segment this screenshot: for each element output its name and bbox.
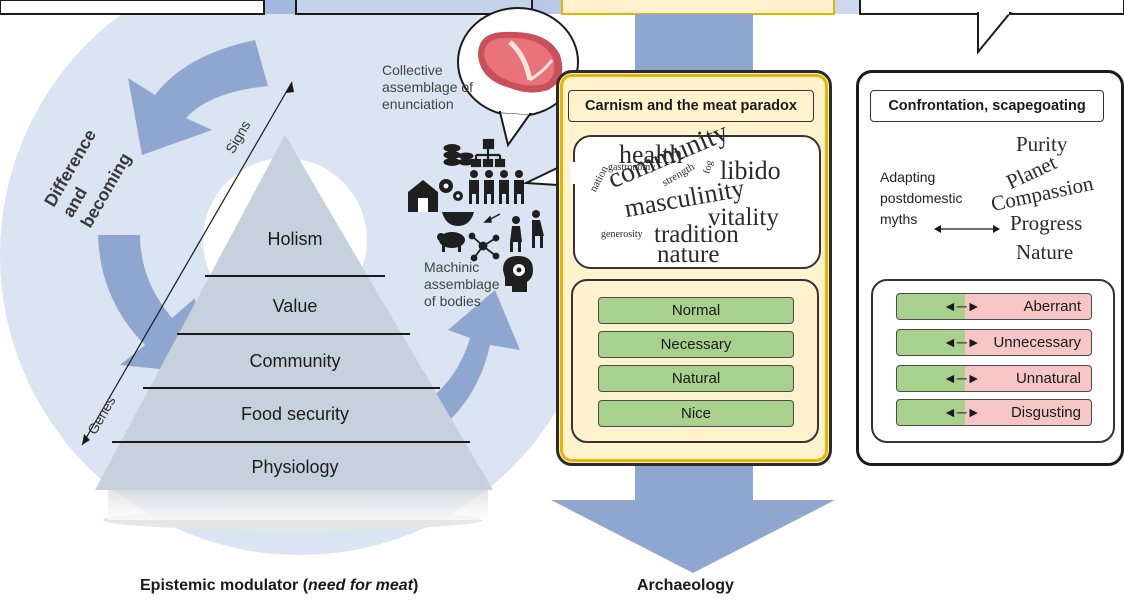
bidirectional-arrow-icon: ◄─► <box>943 334 981 350</box>
myth-nature: Nature <box>1016 240 1074 264</box>
norm-nice: Nice <box>598 400 794 427</box>
word-gastronomy: gastronomy <box>608 162 656 173</box>
norm-natural: Natural <box>598 365 794 392</box>
gears-icon <box>439 179 463 201</box>
counter-unnecessary: ◄─► Unnecessary <box>896 329 1092 356</box>
myth-purity: Purity <box>1016 132 1068 156</box>
word-libido: libido <box>720 156 781 185</box>
tier-physiology: Physiology <box>251 457 339 477</box>
footer-left-italic: need for meat <box>308 577 413 594</box>
steak-icon <box>478 31 563 93</box>
network-icon <box>468 232 500 262</box>
footer-left: Epistemic modulator (need for meat) <box>140 577 419 594</box>
machinic-assemblage-label: Machinic assemblage of bodies <box>424 259 500 309</box>
carnism-title: Carnism and the meat paradox <box>585 98 797 114</box>
coins-icon <box>443 144 474 166</box>
word-health: health <box>619 140 683 169</box>
bidirectional-arrow-icon: ◄─► <box>943 298 981 314</box>
word-vitality: vitality <box>708 204 779 231</box>
barn-icon <box>408 180 438 212</box>
cycle-arrow-left <box>98 235 200 373</box>
adapting-arrow <box>934 225 1000 233</box>
counter-disgusting: ◄─► Disgusting <box>896 399 1092 426</box>
dancers-icon <box>510 210 544 252</box>
adapting-label: Adapting postdomestic myths <box>880 169 963 227</box>
cycle-arrow-top <box>128 40 268 155</box>
needs-pyramid <box>95 135 493 490</box>
tier-value: Value <box>272 296 318 316</box>
word-generosity: generosity <box>601 229 643 240</box>
norm-necessary: Necessary <box>598 331 794 358</box>
confrontation-title: Confrontation, scapegoating <box>888 98 1086 114</box>
myth-progress: Progress <box>1010 211 1083 235</box>
pig-icon <box>437 232 465 252</box>
norm-normal: Normal <box>598 297 794 324</box>
carnism-title-box: Carnism and the meat paradox <box>568 90 814 122</box>
people-icon <box>469 170 524 204</box>
genes-signs-axis <box>81 81 293 446</box>
icons-cluster <box>408 138 544 292</box>
tier-holism: Holism <box>267 229 323 249</box>
bidirectional-arrow-icon: ◄─► <box>943 404 981 420</box>
head-gear-icon <box>503 256 533 292</box>
word-nature: nature <box>657 241 720 268</box>
flow-arrow-top <box>635 14 753 70</box>
tier-community: Community <box>249 351 341 371</box>
hierarchy-icon <box>470 138 506 168</box>
flow-arrow-bottom <box>551 462 835 573</box>
word-cloud-box <box>573 135 821 269</box>
tier-food-security: Food security <box>240 404 350 424</box>
collective-assemblage-label: Collective assemblage of enunciation <box>382 62 474 112</box>
counter-unnatural: ◄─► Unnatural <box>896 365 1092 392</box>
cycle-arrow-right <box>435 290 520 420</box>
bidirectional-arrow-icon: ◄─► <box>943 370 981 386</box>
confrontation-title-box: Confrontation, scapegoating <box>870 90 1104 122</box>
arrow-small-icon <box>483 213 501 223</box>
counter-aberrant: ◄─► Aberrant <box>896 293 1092 320</box>
word-tradition: tradition <box>654 221 739 248</box>
footer-right: Archaeology <box>637 577 734 594</box>
bowl-icon <box>442 212 474 226</box>
